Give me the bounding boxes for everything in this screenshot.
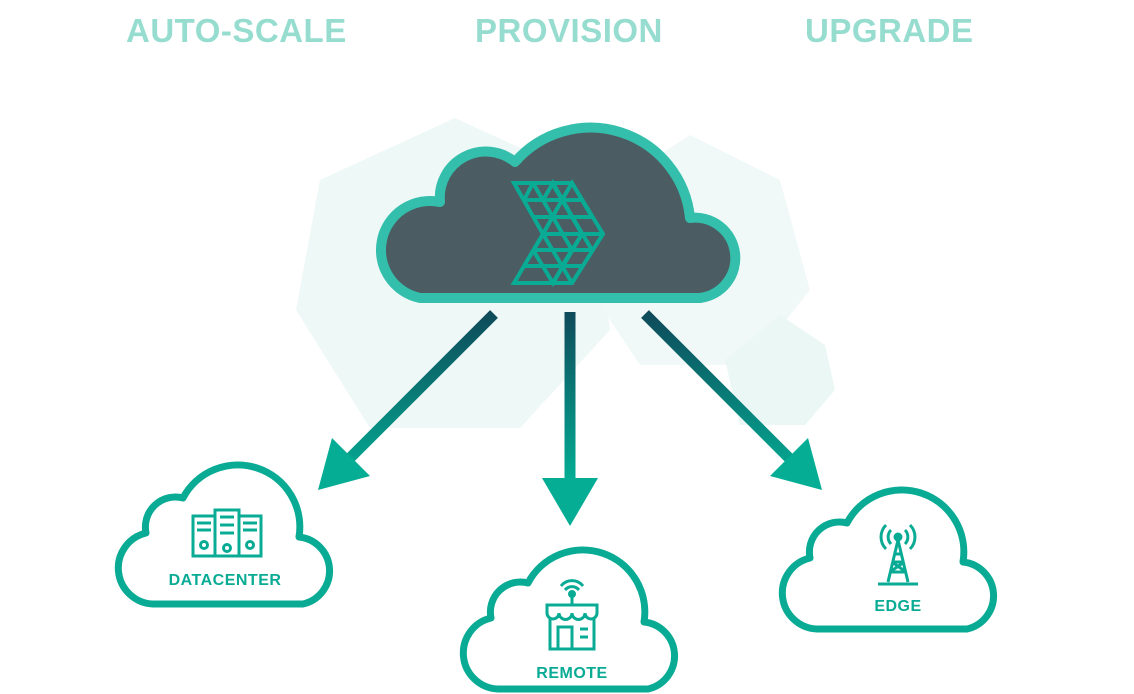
storefront-icon <box>545 579 599 651</box>
header-provision: PROVISION <box>475 12 663 49</box>
remote-label: REMOTE <box>536 665 607 682</box>
edge-cloud: EDGE <box>778 486 997 633</box>
datacenter-label: DATACENTER <box>169 572 282 589</box>
server-rack-icon <box>191 508 263 558</box>
platform-logo-icon <box>510 179 606 287</box>
arrow-auto-scale <box>318 310 498 490</box>
datacenter-cloud: DATACENTER <box>114 461 333 608</box>
remote-cloud: REMOTE <box>459 546 678 693</box>
header-auto-scale: AUTO-SCALE <box>126 12 347 49</box>
edge-label: EDGE <box>874 598 921 615</box>
arrow-provision <box>542 312 598 526</box>
cell-tower-icon <box>878 523 918 586</box>
header-upgrade: UPGRADE <box>805 12 974 49</box>
main-cloud <box>375 122 741 303</box>
arrow-upgrade <box>641 310 822 490</box>
